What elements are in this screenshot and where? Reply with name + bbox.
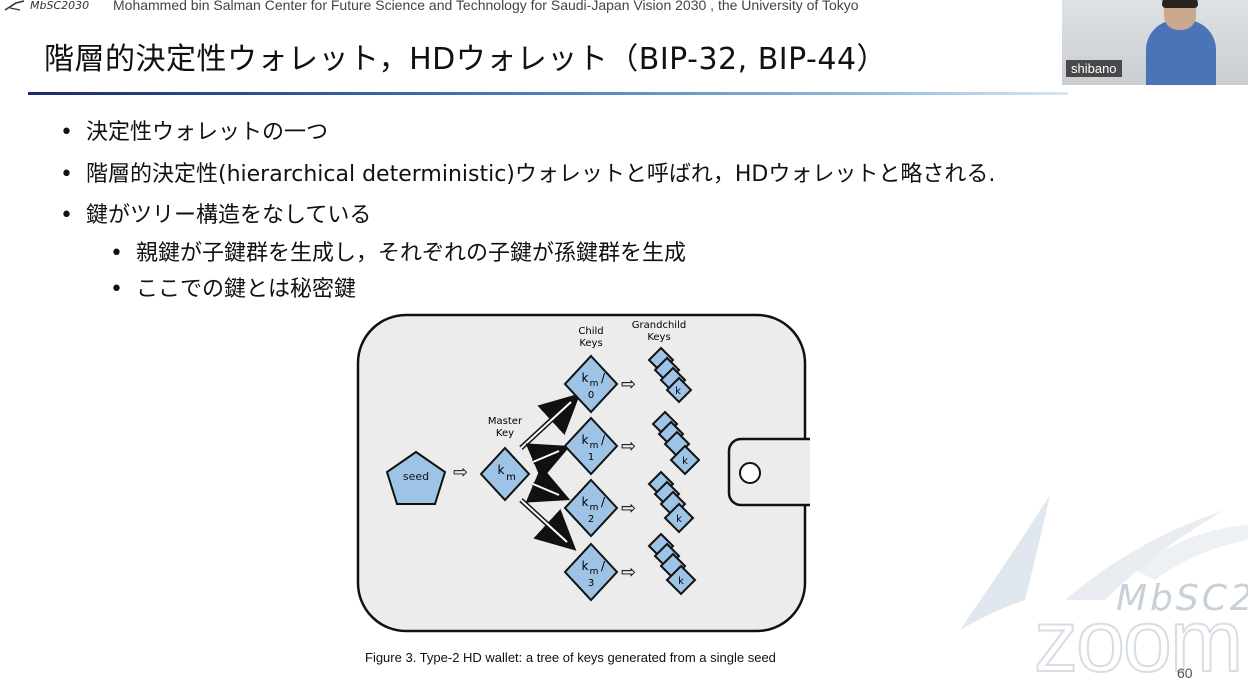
page-number: 60 [1177, 665, 1193, 681]
sub-bullet-item: ここでの鍵とは秘密鍵 [110, 272, 995, 308]
grandchild-stack-3: k [647, 532, 697, 596]
master-to-child1-arrow-inner [532, 450, 560, 463]
master-to-child2-arrow-inner [532, 483, 560, 496]
bullet-item: 階層的決定性(hierarchical deterministic)ウォレットと… [60, 154, 995, 196]
participant-video-tile[interactable]: shibano [1062, 0, 1248, 85]
wallet-clasp-button [739, 462, 761, 484]
svg-text:k: k [582, 495, 589, 509]
master-key-diamond [479, 446, 531, 502]
child-key-1: k m / 1 [563, 416, 619, 476]
master-to-child0-arrow-inner [520, 401, 572, 449]
svg-text:/: / [601, 495, 606, 509]
seed-shape [385, 450, 447, 505]
svg-text:k: k [582, 559, 589, 573]
watermark-brand-text: MbSC203 [1116, 578, 1248, 619]
child-key-2: k m / 2 [563, 478, 619, 538]
slide-title: 階層的決定性ウォレット，HDウォレット（BIP-32, BIP-44） [44, 42, 888, 77]
participant-name-label: shibano [1066, 60, 1122, 77]
master-key-label-2: Key [496, 428, 514, 439]
svg-text:0: 0 [588, 390, 594, 401]
mbsc-logo-icon [4, 0, 25, 11]
svg-text:k: k [682, 456, 688, 467]
master-key-subscript: m [506, 472, 516, 483]
svg-text:k: k [676, 514, 682, 525]
svg-text:/: / [601, 559, 606, 573]
bullet-item: 決定性ウォレットの一つ [60, 112, 995, 154]
svg-text:m: m [590, 379, 599, 389]
master-key-label-1: Master [488, 416, 523, 427]
svg-text:k: k [678, 576, 684, 587]
svg-text:3: 3 [588, 578, 594, 589]
master-to-child3-arrow-inner [520, 499, 568, 543]
grandchild-keys-label-2: Keys [647, 332, 670, 343]
child0-arrow-icon: ⇨ [621, 374, 636, 395]
figure-caption: Figure 3. Type-2 HD wallet: a tree of ke… [365, 650, 776, 665]
participant-body [1146, 20, 1216, 85]
wallet-clasp [727, 437, 810, 507]
grandchild-stack-2: k [647, 470, 695, 534]
svg-text:m: m [590, 503, 599, 513]
svg-text:k: k [582, 371, 589, 385]
header-institution-text: Mohammed bin Salman Center for Future Sc… [113, 0, 859, 13]
hd-wallet-diagram: seed ⇨ Master Key k m Child Keys k m / 0… [356, 313, 810, 633]
svg-text:1: 1 [588, 452, 594, 463]
svg-text:2: 2 [588, 514, 594, 525]
seed-arrow-icon: ⇨ [453, 462, 468, 483]
svg-text:k: k [675, 386, 681, 397]
sub-bullet-item: 親鍵が子鍵群を生成し，それぞれの子鍵が孫鍵群を生成 [110, 236, 995, 272]
seed-label: seed [403, 470, 429, 483]
child-keys-label-1: Child [578, 326, 603, 337]
header-logo-text: MbSC2030 [30, 0, 90, 12]
child-key-0: k m / 0 [563, 354, 619, 414]
grandchild-keys-label-1: Grandchild [632, 320, 686, 331]
child2-arrow-icon: ⇨ [621, 498, 636, 519]
child-keys-label-2: Keys [579, 338, 602, 349]
grandchild-stack-0: k [647, 346, 693, 404]
svg-text:m: m [590, 567, 599, 577]
bullet-list: 決定性ウォレットの一つ 階層的決定性(hierarchical determin… [60, 112, 995, 308]
mbsc-watermark-icon [960, 495, 1248, 630]
bullet-item: 鍵がツリー構造をなしている [60, 196, 995, 236]
svg-text:/: / [601, 371, 606, 385]
zoom-watermark-text: zoom [1033, 590, 1244, 691]
participant-hair [1162, 0, 1198, 8]
grandchild-stack-1: k [651, 410, 701, 476]
child3-arrow-icon: ⇨ [621, 562, 636, 583]
svg-text:m: m [590, 441, 599, 451]
svg-text:k: k [582, 433, 589, 447]
master-key-text: k [498, 463, 505, 477]
svg-text:/: / [601, 433, 606, 447]
title-divider [28, 92, 1068, 95]
child1-arrow-icon: ⇨ [621, 436, 636, 457]
child-key-3: k m / 3 [563, 542, 619, 602]
top-header: MbSC2030 Mohammed bin Salman Center for … [0, 0, 1248, 16]
